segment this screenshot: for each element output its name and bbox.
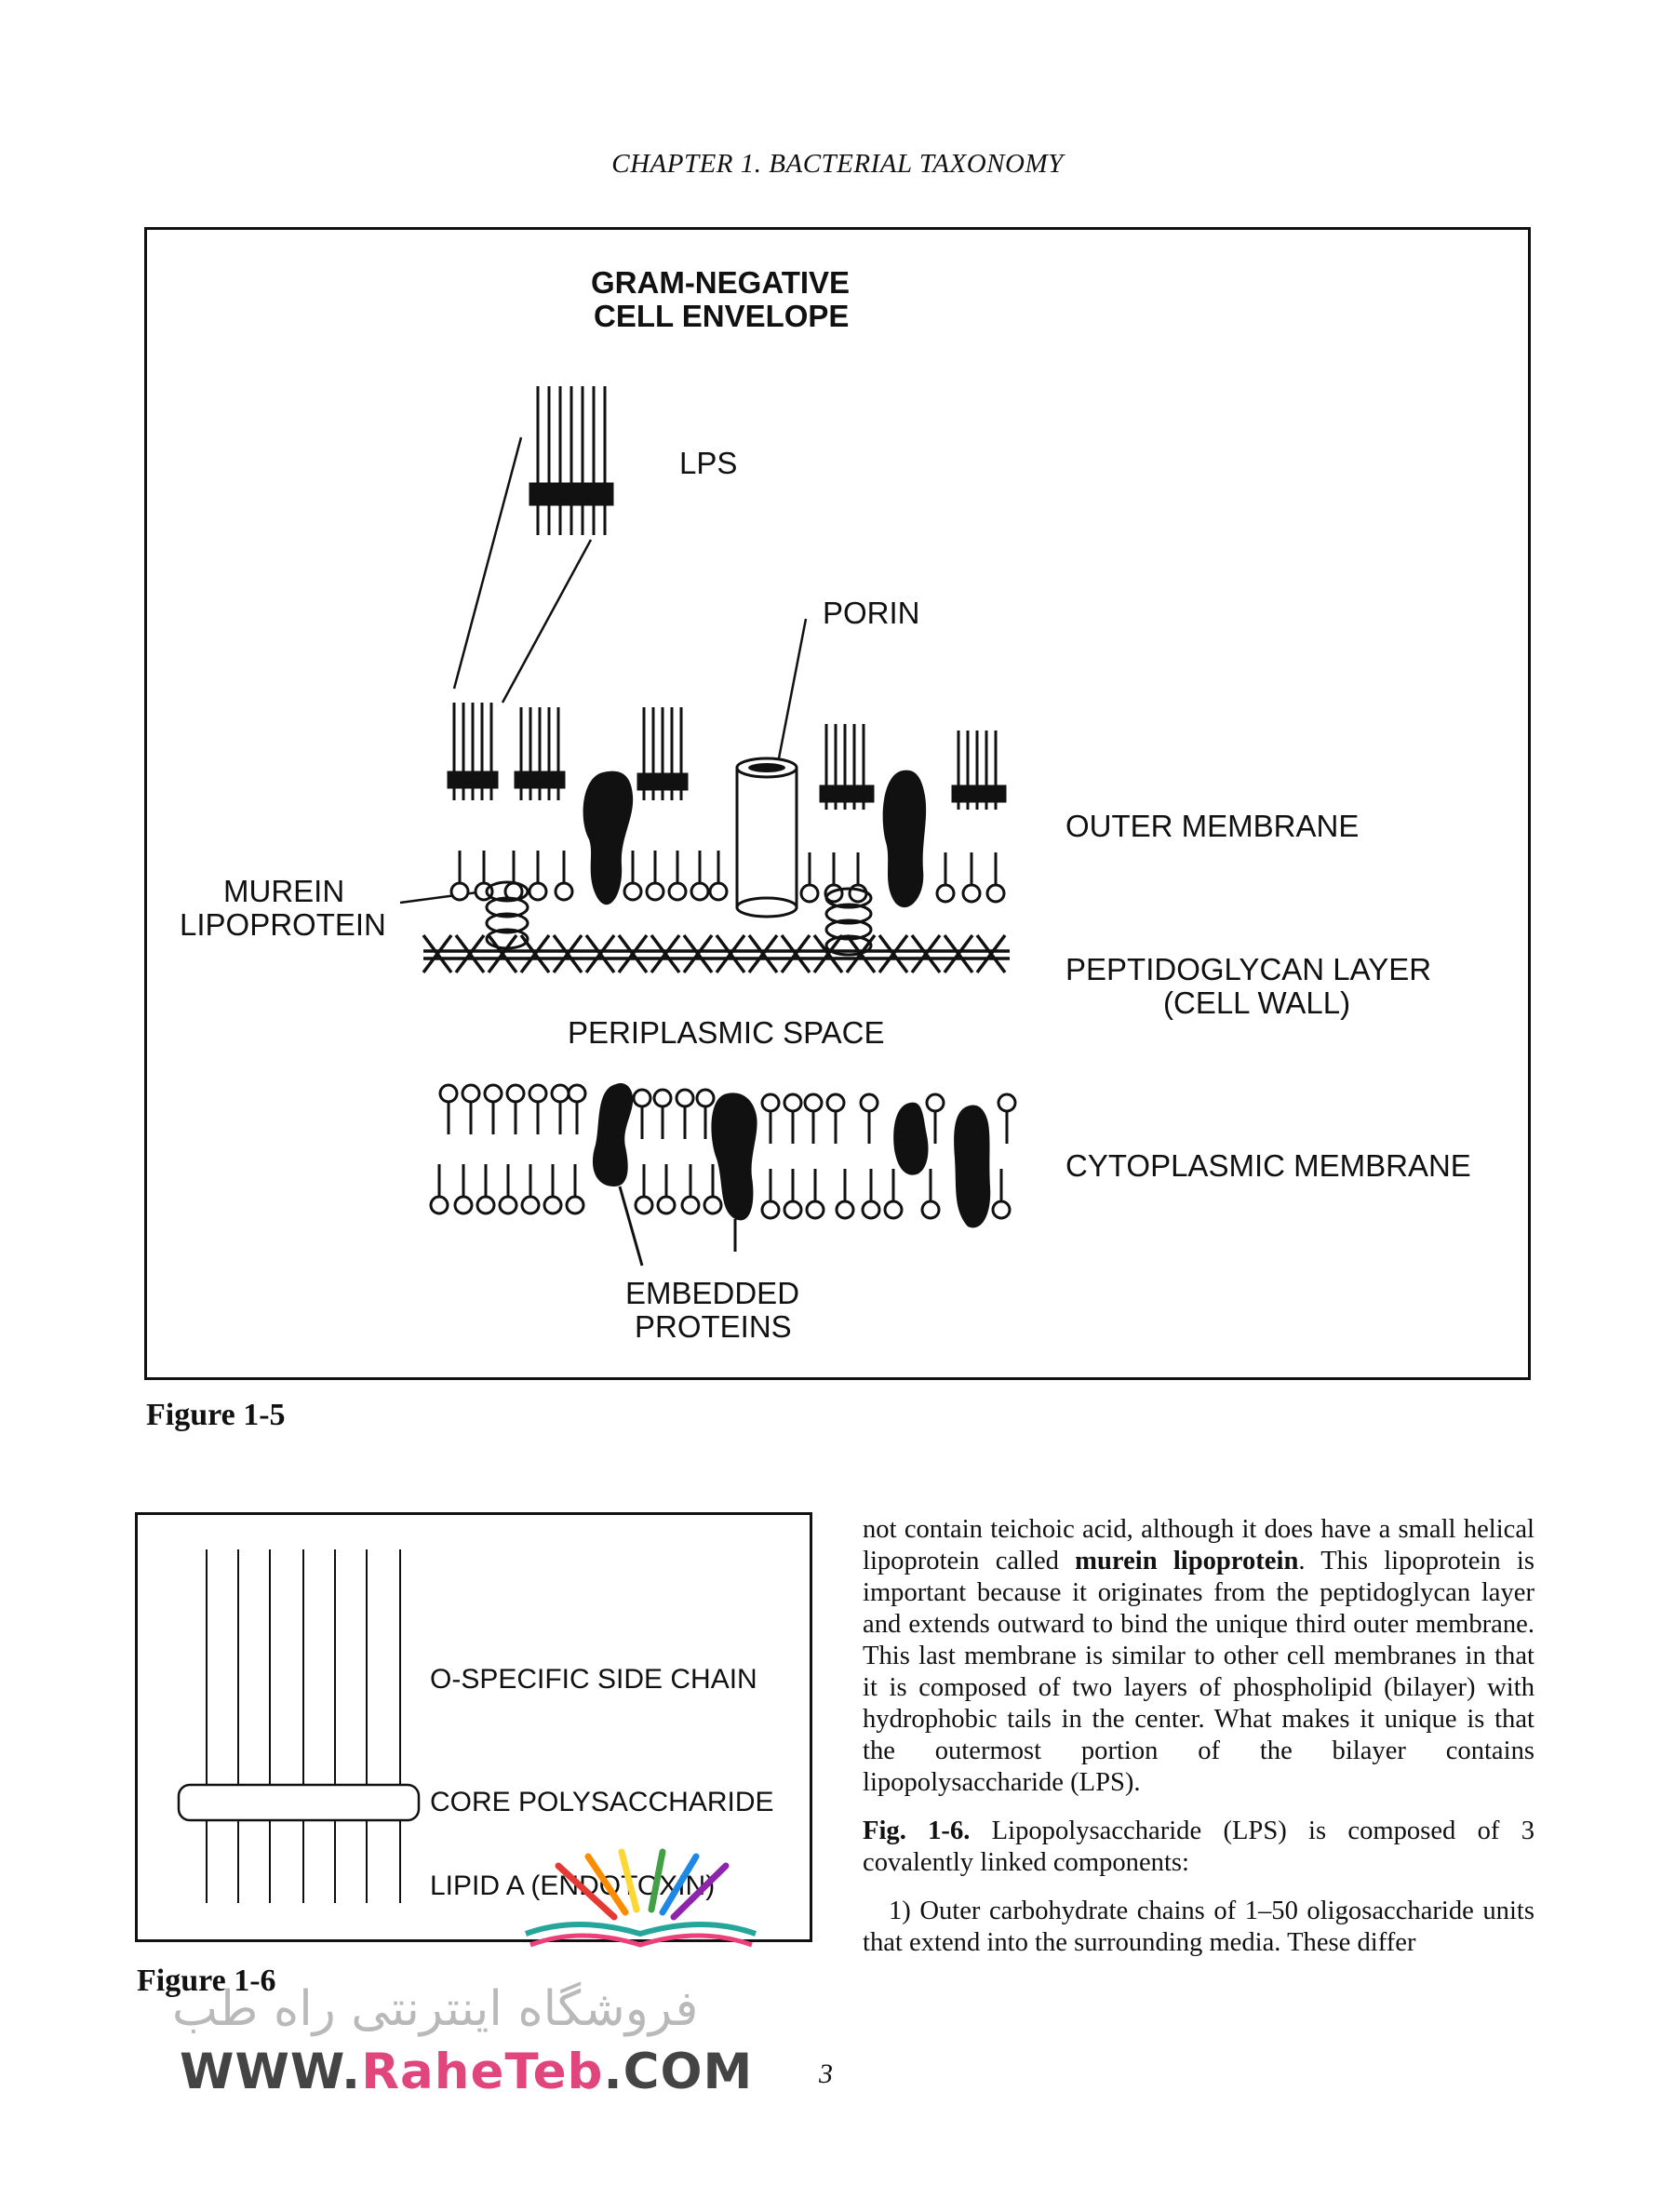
embedded-protein-4 bbox=[954, 1105, 991, 1228]
porin-channel bbox=[735, 757, 798, 918]
figure-title-line2: CELL ENVELOPE bbox=[594, 299, 850, 333]
url-accent: RaheTeb bbox=[361, 2044, 604, 2100]
page-number: 3 bbox=[819, 2058, 833, 2089]
figure-1-5-caption: Figure 1-5 bbox=[146, 1398, 286, 1432]
term-murein-lipoprotein: murein lipoprotein bbox=[1075, 1547, 1299, 1575]
label-core-polysaccharide: CORE POLYSACCHARIDE bbox=[430, 1787, 774, 1817]
outer-membrane-protein-1 bbox=[583, 771, 634, 905]
watermark-persian-text: فروشگاه اینترنتی راه طب bbox=[172, 1981, 699, 2037]
figure-reference: Fig. 1-6. bbox=[863, 1817, 971, 1845]
label-murein-line2: LIPOPROTEIN bbox=[180, 907, 386, 942]
text-run: . This lipoprotein is important because … bbox=[863, 1547, 1534, 1797]
embedded-protein-1 bbox=[592, 1083, 634, 1186]
label-embedded-line1: EMBEDDED bbox=[625, 1276, 800, 1310]
figure-title-line1: GRAM-NEGATIVE bbox=[591, 265, 851, 300]
label-peptidoglycan-line2: (CELL WALL) bbox=[1163, 985, 1351, 1020]
lps-enlarged bbox=[529, 386, 614, 535]
label-cytoplasmic-membrane: CYTOPLASMIC MEMBRANE bbox=[1065, 1148, 1471, 1183]
embedded-protein-3 bbox=[893, 1102, 929, 1175]
label-outer-membrane: OUTER MEMBRANE bbox=[1065, 809, 1360, 843]
figure-1-6-frame bbox=[135, 1512, 812, 1942]
label-murein-line1: MUREIN bbox=[223, 874, 345, 908]
label-periplasmic-space: PERIPLASMIC SPACE bbox=[568, 1015, 885, 1050]
url-suffix: .COM bbox=[603, 2044, 754, 2100]
peptidoglycan-mesh bbox=[422, 933, 1010, 974]
figure-1-5-frame bbox=[144, 227, 1531, 1380]
embedded-protein-2 bbox=[711, 1093, 757, 1221]
label-peptidoglycan-line1: PEPTIDOGLYCAN LAYER bbox=[1065, 952, 1432, 986]
paragraph-item-1: 1) Outer carbohydrate chains of 1–50 oli… bbox=[863, 1896, 1534, 1959]
core-polysaccharide-bar bbox=[177, 1783, 421, 1822]
text-run: 1) Outer carbohydrate chains of 1–50 oli… bbox=[863, 1897, 1534, 1957]
paragraph-murein: not contain teichoic acid, although it d… bbox=[863, 1514, 1534, 1799]
outer-membrane-protein-2 bbox=[882, 770, 927, 908]
text-run: not contain teichoic acid, although it d… bbox=[863, 1515, 1534, 1575]
body-text-column: not contain teichoic acid, although it d… bbox=[863, 1514, 1534, 1959]
label-porin: PORIN bbox=[823, 596, 920, 630]
text-run: Lipopolysaccharide (LPS) is composed of … bbox=[863, 1817, 1534, 1877]
label-o-specific-side-chain: O-SPECIFIC SIDE CHAIN bbox=[430, 1664, 757, 1695]
figure-1-6-caption: Figure 1-6 bbox=[137, 1964, 276, 1998]
figure-1-5-diagram bbox=[399, 386, 1017, 1267]
outer-lps-units bbox=[447, 703, 1007, 810]
label-lps: LPS bbox=[679, 446, 738, 480]
watermark-url: WWW.RaheTeb.COM bbox=[180, 2044, 753, 2100]
url-prefix: WWW. bbox=[180, 2044, 362, 2100]
label-embedded-line2: PROTEINS bbox=[635, 1309, 792, 1344]
running-head: CHAPTER 1. BACTERIAL TAXONOMY bbox=[611, 149, 1064, 179]
paragraph-fig-1-6: Fig. 1-6. Lipopolysaccharide (LPS) is co… bbox=[863, 1816, 1534, 1879]
